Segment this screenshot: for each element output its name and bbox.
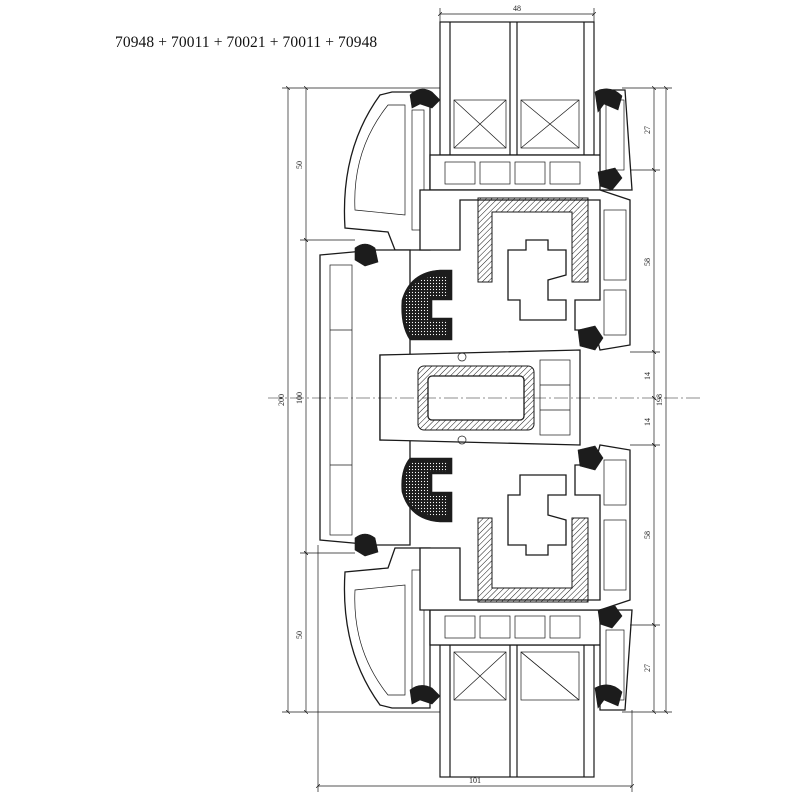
dim-bead-bottom: 27 <box>643 664 652 672</box>
sash-profile-bottom <box>343 444 633 711</box>
dim-sash-top: 50 <box>295 161 304 169</box>
dim-reinforcement-top: 58 <box>643 258 652 266</box>
dim-mullion-upper: 14 <box>643 372 652 380</box>
dim-half-height: 100 <box>295 392 304 404</box>
glass-unit-bottom <box>439 644 595 778</box>
dim-glass-width: 48 <box>513 4 521 13</box>
dim-sash-bottom: 50 <box>295 631 304 639</box>
dim-right-height: 198 <box>655 394 664 406</box>
dim-total-height: 200 <box>277 394 286 406</box>
sash-core-bottom <box>507 474 567 556</box>
dimension-lines <box>282 8 672 792</box>
steel-reinforcement-bottom <box>477 517 589 603</box>
dim-overall-depth: 101 <box>469 776 481 785</box>
seal-gaskets <box>354 88 623 709</box>
steel-reinforcement-top <box>477 197 589 283</box>
glass-unit-top <box>439 21 595 156</box>
dim-reinforcement-bottom: 58 <box>643 531 652 539</box>
sash-profile-top <box>343 89 633 351</box>
sash-core-top <box>507 239 567 321</box>
dim-bead-top: 27 <box>643 126 652 134</box>
dim-mullion-lower: 14 <box>643 418 652 426</box>
mullion-profile <box>319 249 581 546</box>
profile-code-title: 70948 + 70011 + 70021 + 70011 + 70948 <box>115 34 378 51</box>
